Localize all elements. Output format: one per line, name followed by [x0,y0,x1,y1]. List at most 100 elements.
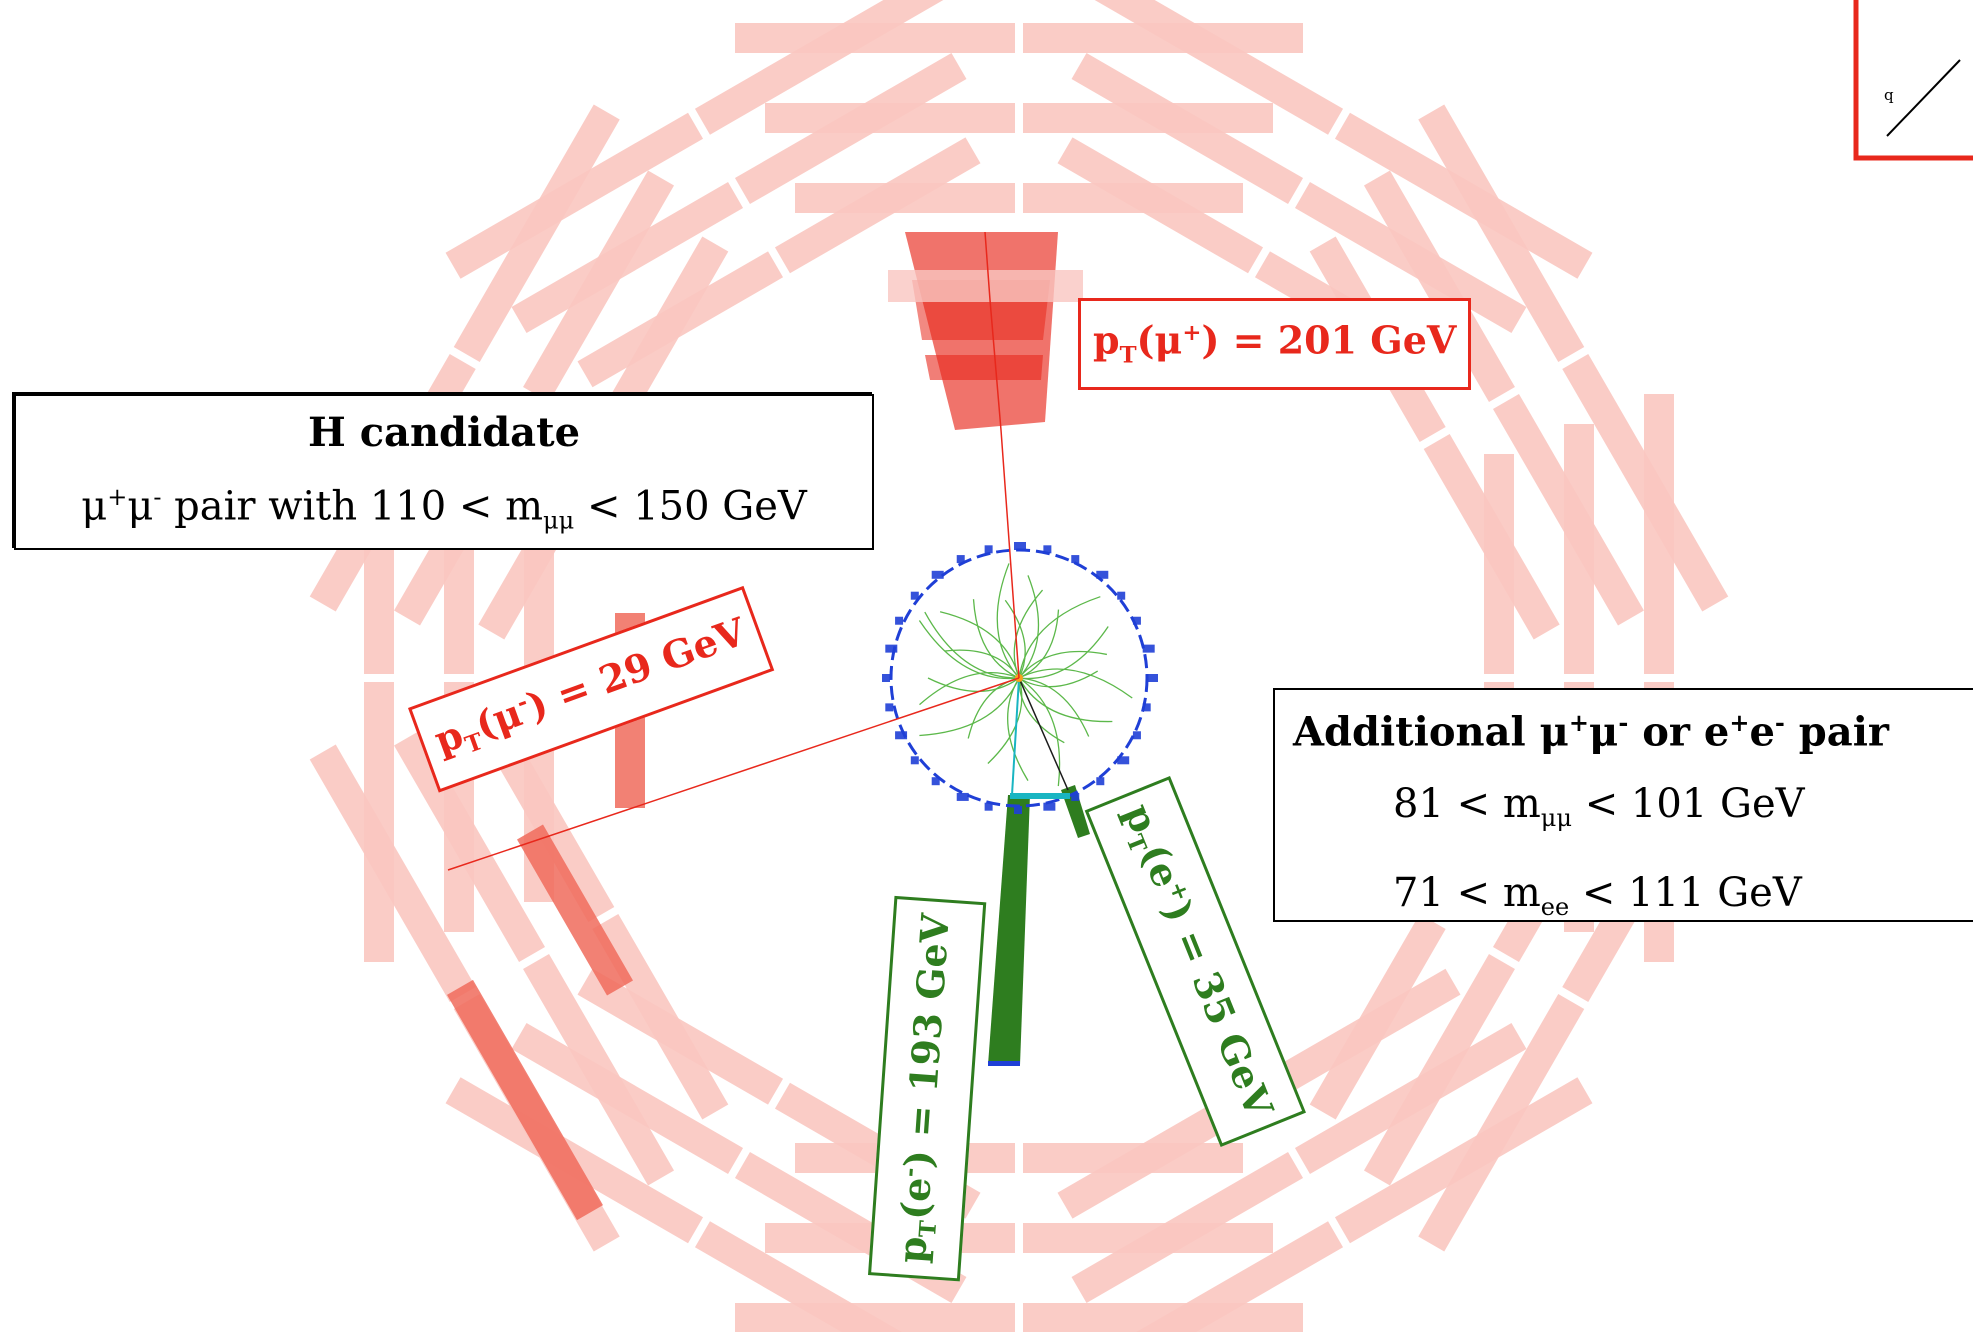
muon-chamber-segment [577,251,784,388]
muon-hit-chamber [517,824,633,996]
add-title-end: pair [1784,708,1889,756]
charged-track [1018,670,1099,688]
tracker-hit [1071,792,1080,801]
h-mu2-charge: - [153,483,162,511]
muon-chamber-segment [1294,1022,1527,1174]
muon-chamber-segment [1023,1303,1303,1332]
tracker-hit [931,570,944,579]
tracker-hit [1146,674,1158,682]
inset-quark-label: q [1884,86,1894,104]
tracker-hit [882,674,890,682]
charged-track [919,672,1020,706]
inner-tracker [882,542,1158,814]
muon-chamber-segment [1071,53,1304,205]
ee-pre: 71 < m [1393,870,1541,917]
muon-chamber-segment [592,913,729,1120]
h-mass-sub: μμ [543,506,575,535]
add-title-pre: Additional μ [1293,708,1569,756]
e-minus-open: (e [891,1175,940,1222]
electron-minus-track [1011,677,1020,796]
calorimeter-deposits [888,232,1090,1066]
ee-mass-window: 71 < mee < 111 GeV [1275,857,1973,943]
feynman-inset-fragment: q [1853,0,1973,161]
mu-plus-pt-label: pT(μ+) = 201 GeV [1078,298,1472,391]
muon-chamber-segment [694,1221,953,1332]
charged-track [1018,596,1101,679]
muon-chamber-segment [1564,424,1594,674]
charged-track [939,611,1020,679]
muon-chamber-segment [364,682,394,962]
muon-chamber-segment [734,53,967,205]
muon-chamber-segment [1254,968,1461,1105]
h-candidate-mass-window: μ+μ- pair with 110 < mμμ < 150 GeV [16,462,872,555]
charged-track [1018,668,1133,699]
muon-chamber-segment [445,112,704,279]
add-title-sup2: - [1618,708,1629,737]
tracker-hit [984,545,993,554]
h-mu1: μ [81,483,108,530]
muon-chamber-segment [1023,1143,1243,1173]
electron-minus-endcap [988,1061,1020,1066]
muon-chamber-segment [511,182,744,334]
inset-frame [1853,0,1973,161]
muon-plus-track [984,231,1020,679]
add-title-mid2: or e [1628,708,1730,756]
tracker-hit [1014,542,1026,550]
muon-chamber-segment [1484,454,1514,674]
charged-track [944,649,1020,679]
muon-hit-chamber [447,979,603,1221]
tracker-hit [1117,591,1126,600]
tracker-hit [1142,644,1155,653]
charged-track [1018,677,1113,723]
mu-plus-open: (μ [1136,317,1183,363]
h-pair-text: pair with 110 < m [161,483,544,530]
muon-chamber-segment [1023,1223,1273,1253]
tracker-hit [910,756,919,765]
add-title-sup4: - [1774,708,1785,737]
tracker-hit [910,591,919,600]
charged-track [927,677,1020,692]
tracker-hit [895,731,908,740]
tracker-hit [885,644,898,653]
charged-track [919,677,1020,737]
mu-plus-sub: T [1119,342,1137,369]
inset-quark-line [1886,59,1961,137]
muon-chamber-segment [1334,1077,1593,1244]
tracker-hit [984,802,993,811]
add-title-mid3: e [1749,708,1775,756]
mumu-sub: μμ [1540,804,1572,833]
muon-chamber-segment [774,137,981,274]
charged-track [1004,599,1026,679]
tracker-hit [1071,555,1080,564]
h-mu2: μ [127,483,154,530]
electron-plus-track [1018,677,1069,791]
add-title-sup3: + [1729,708,1750,737]
tracker-hit [1132,616,1141,625]
tracker-hit [1132,731,1141,740]
mu-plus-charge: + [1182,320,1202,346]
tracker-hit [895,616,904,625]
charged-track [918,620,1020,680]
tracker-hit [956,792,969,801]
h-candidate-title: H candidate [307,409,581,456]
tracker-hit [1142,703,1151,712]
muon-chamber-segment [523,953,675,1186]
tracker-hit [1043,802,1056,811]
tracker-hit [956,555,965,564]
tracker-exit-segment [1010,793,1070,799]
additional-pair-box: Additional μ+μ- or e+e- pair 81 < mμμ < … [1273,688,1973,922]
tracker-hit [885,703,894,712]
muon-chamber-segment [1085,0,1344,135]
charged-track [1018,575,1040,679]
ee-end: < 111 GeV [1569,870,1802,917]
electron-minus-tower [988,795,1030,1065]
e-minus-value: ) = 193 GeV [895,912,958,1170]
muon-plus-tower-band [925,355,1043,380]
add-title-sup1: + [1568,708,1590,737]
tracker-hit [1096,777,1105,786]
tracker-hit [1043,545,1052,554]
charged-track [1018,677,1061,787]
muon-plus-chamber [888,270,1083,302]
